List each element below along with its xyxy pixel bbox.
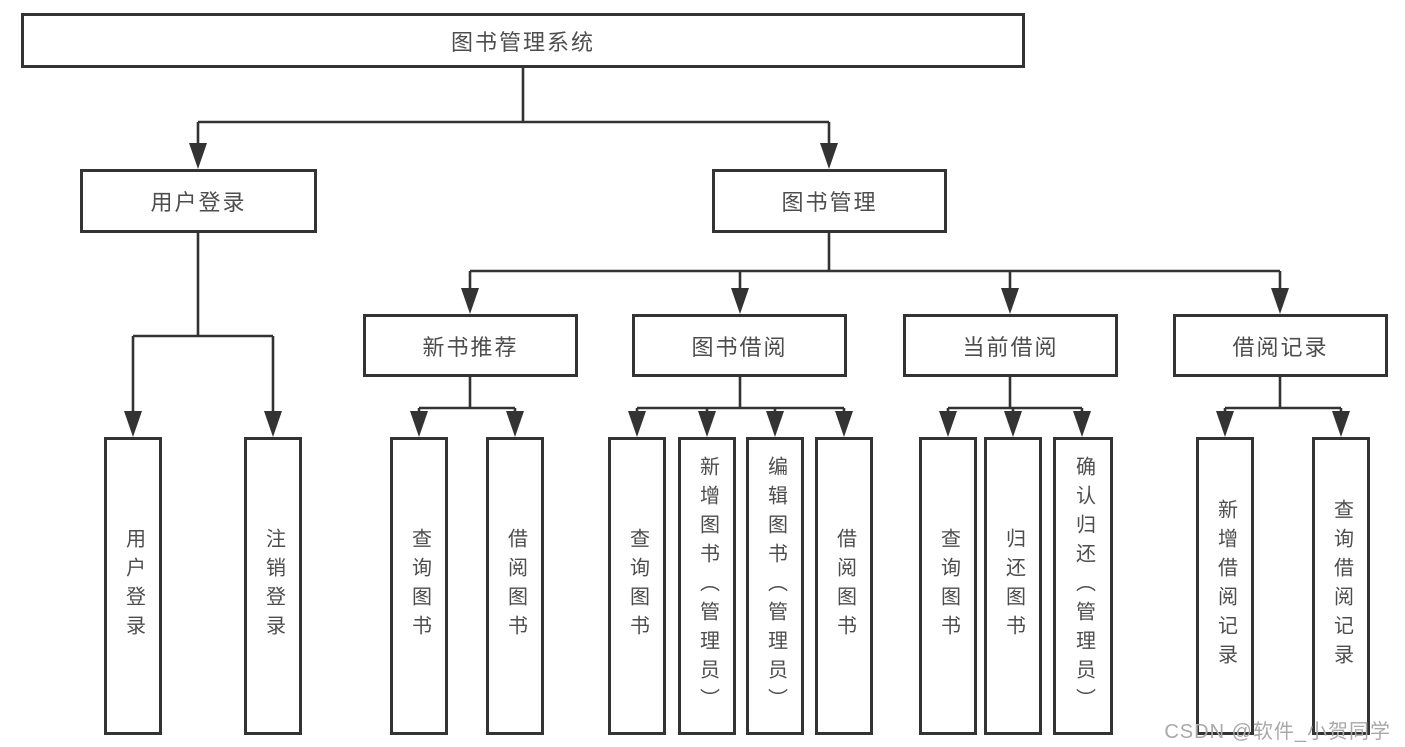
leaf-query-book-borrow: 查询图书 [608,437,666,735]
leaf-logout: 注销登录 [244,437,302,735]
connector-currentborrow-to-leaves [946,377,1084,416]
leaf-query-book-current: 查询图书 [919,437,977,735]
connector-root-to-level1 [196,68,831,148]
connector-bookmgmt-to-level2 [468,233,1282,293]
leaf-query-book-borrow-label: 查询图书 [626,528,649,644]
node-book-borrow-label: 图书借阅 [691,334,788,360]
leaf-add-borrow-record: 新增借阅记录 [1196,437,1254,735]
leaf-borrow-book-recommend-label: 借阅图书 [504,528,527,644]
leaf-user-login: 用户登录 [104,437,162,735]
connector-newbook-to-leaves [417,377,517,416]
leaf-confirm-return-admin-label: 确认归还（管理员） [1072,455,1095,717]
leaf-edit-book-admin-label: 编辑图书（管理员） [764,455,787,717]
node-new-book-recommend-label: 新书推荐 [422,334,519,360]
leaf-add-book-admin: 新增图书（管理员） [678,437,736,735]
node-book-management-label: 图书管理 [781,190,878,215]
node-new-book-recommend: 新书推荐 [363,314,578,377]
node-book-management: 图书管理 [712,169,947,233]
node-user-login: 用户登录 [80,169,317,233]
node-borrow-records-label: 借阅记录 [1232,334,1329,360]
leaf-add-borrow-record-label: 新增借阅记录 [1214,499,1237,673]
leaf-query-book-recommend: 查询图书 [390,437,448,735]
node-borrow-records: 借阅记录 [1173,314,1388,377]
leaf-query-borrow-record: 查询借阅记录 [1312,437,1370,735]
node-book-borrow: 图书借阅 [632,314,847,377]
csdn-watermark: CSDN @软件_小贺同学 [1164,721,1391,743]
leaf-add-book-admin-label: 新增图书（管理员） [696,455,719,717]
connector-bookborrow-to-leaves [635,377,846,416]
node-user-login-label: 用户登录 [150,190,247,215]
leaf-query-book-current-label: 查询图书 [937,528,960,644]
leaf-borrow-book-label: 借阅图书 [833,528,856,644]
leaf-borrow-book-recommend: 借阅图书 [486,437,544,735]
leaf-logout-label: 注销登录 [262,528,285,644]
leaf-return-book: 归还图书 [984,437,1042,735]
node-library-system: 图书管理系统 [21,13,1025,68]
connector-borrowrecords-to-leaves [1223,377,1343,416]
arrowheads [124,143,1350,437]
node-current-borrow: 当前借阅 [903,314,1118,377]
connector-userlogin-to-leaves [131,233,275,416]
leaf-borrow-book: 借阅图书 [815,437,873,735]
node-current-borrow-label: 当前借阅 [962,334,1059,360]
leaf-query-book-recommend-label: 查询图书 [408,528,431,644]
leaf-user-login-label: 用户登录 [122,528,145,644]
leaf-confirm-return-admin: 确认归还（管理员） [1053,437,1113,735]
leaf-return-book-label: 归还图书 [1002,528,1025,644]
node-library-system-label: 图书管理系统 [450,29,595,55]
leaf-query-borrow-record-label: 查询借阅记录 [1330,499,1353,673]
leaf-edit-book-admin: 编辑图书（管理员） [746,437,804,735]
